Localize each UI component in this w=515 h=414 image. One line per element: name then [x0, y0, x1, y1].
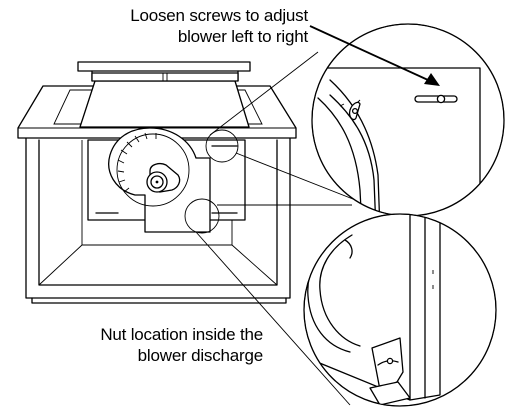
- callout-adjust-screws-line1: Loosen screws to adjust: [130, 6, 308, 25]
- detail-circle-nut: [184, 198, 220, 234]
- callout-adjust-screws: Loosen screws to adjust blower left to r…: [52, 5, 308, 47]
- magnified-view-nut-location: [303, 213, 497, 407]
- blower-housing: [108, 127, 211, 233]
- callout-nut-location: Nut location inside the blower discharge: [28, 324, 263, 366]
- callout-arrow-screw: [309, 25, 440, 86]
- callout-nut-location-line2: blower discharge: [137, 346, 264, 365]
- magnify-leader-lines: [195, 51, 387, 406]
- top-panel: [77, 61, 251, 128]
- callout-adjust-screws-line2: blower left to right: [177, 27, 308, 46]
- magnified-view-screw-slot: [311, 23, 505, 217]
- callout-nut-location-line1: Nut location inside the: [100, 325, 263, 344]
- detail-circle-screw: [205, 129, 239, 163]
